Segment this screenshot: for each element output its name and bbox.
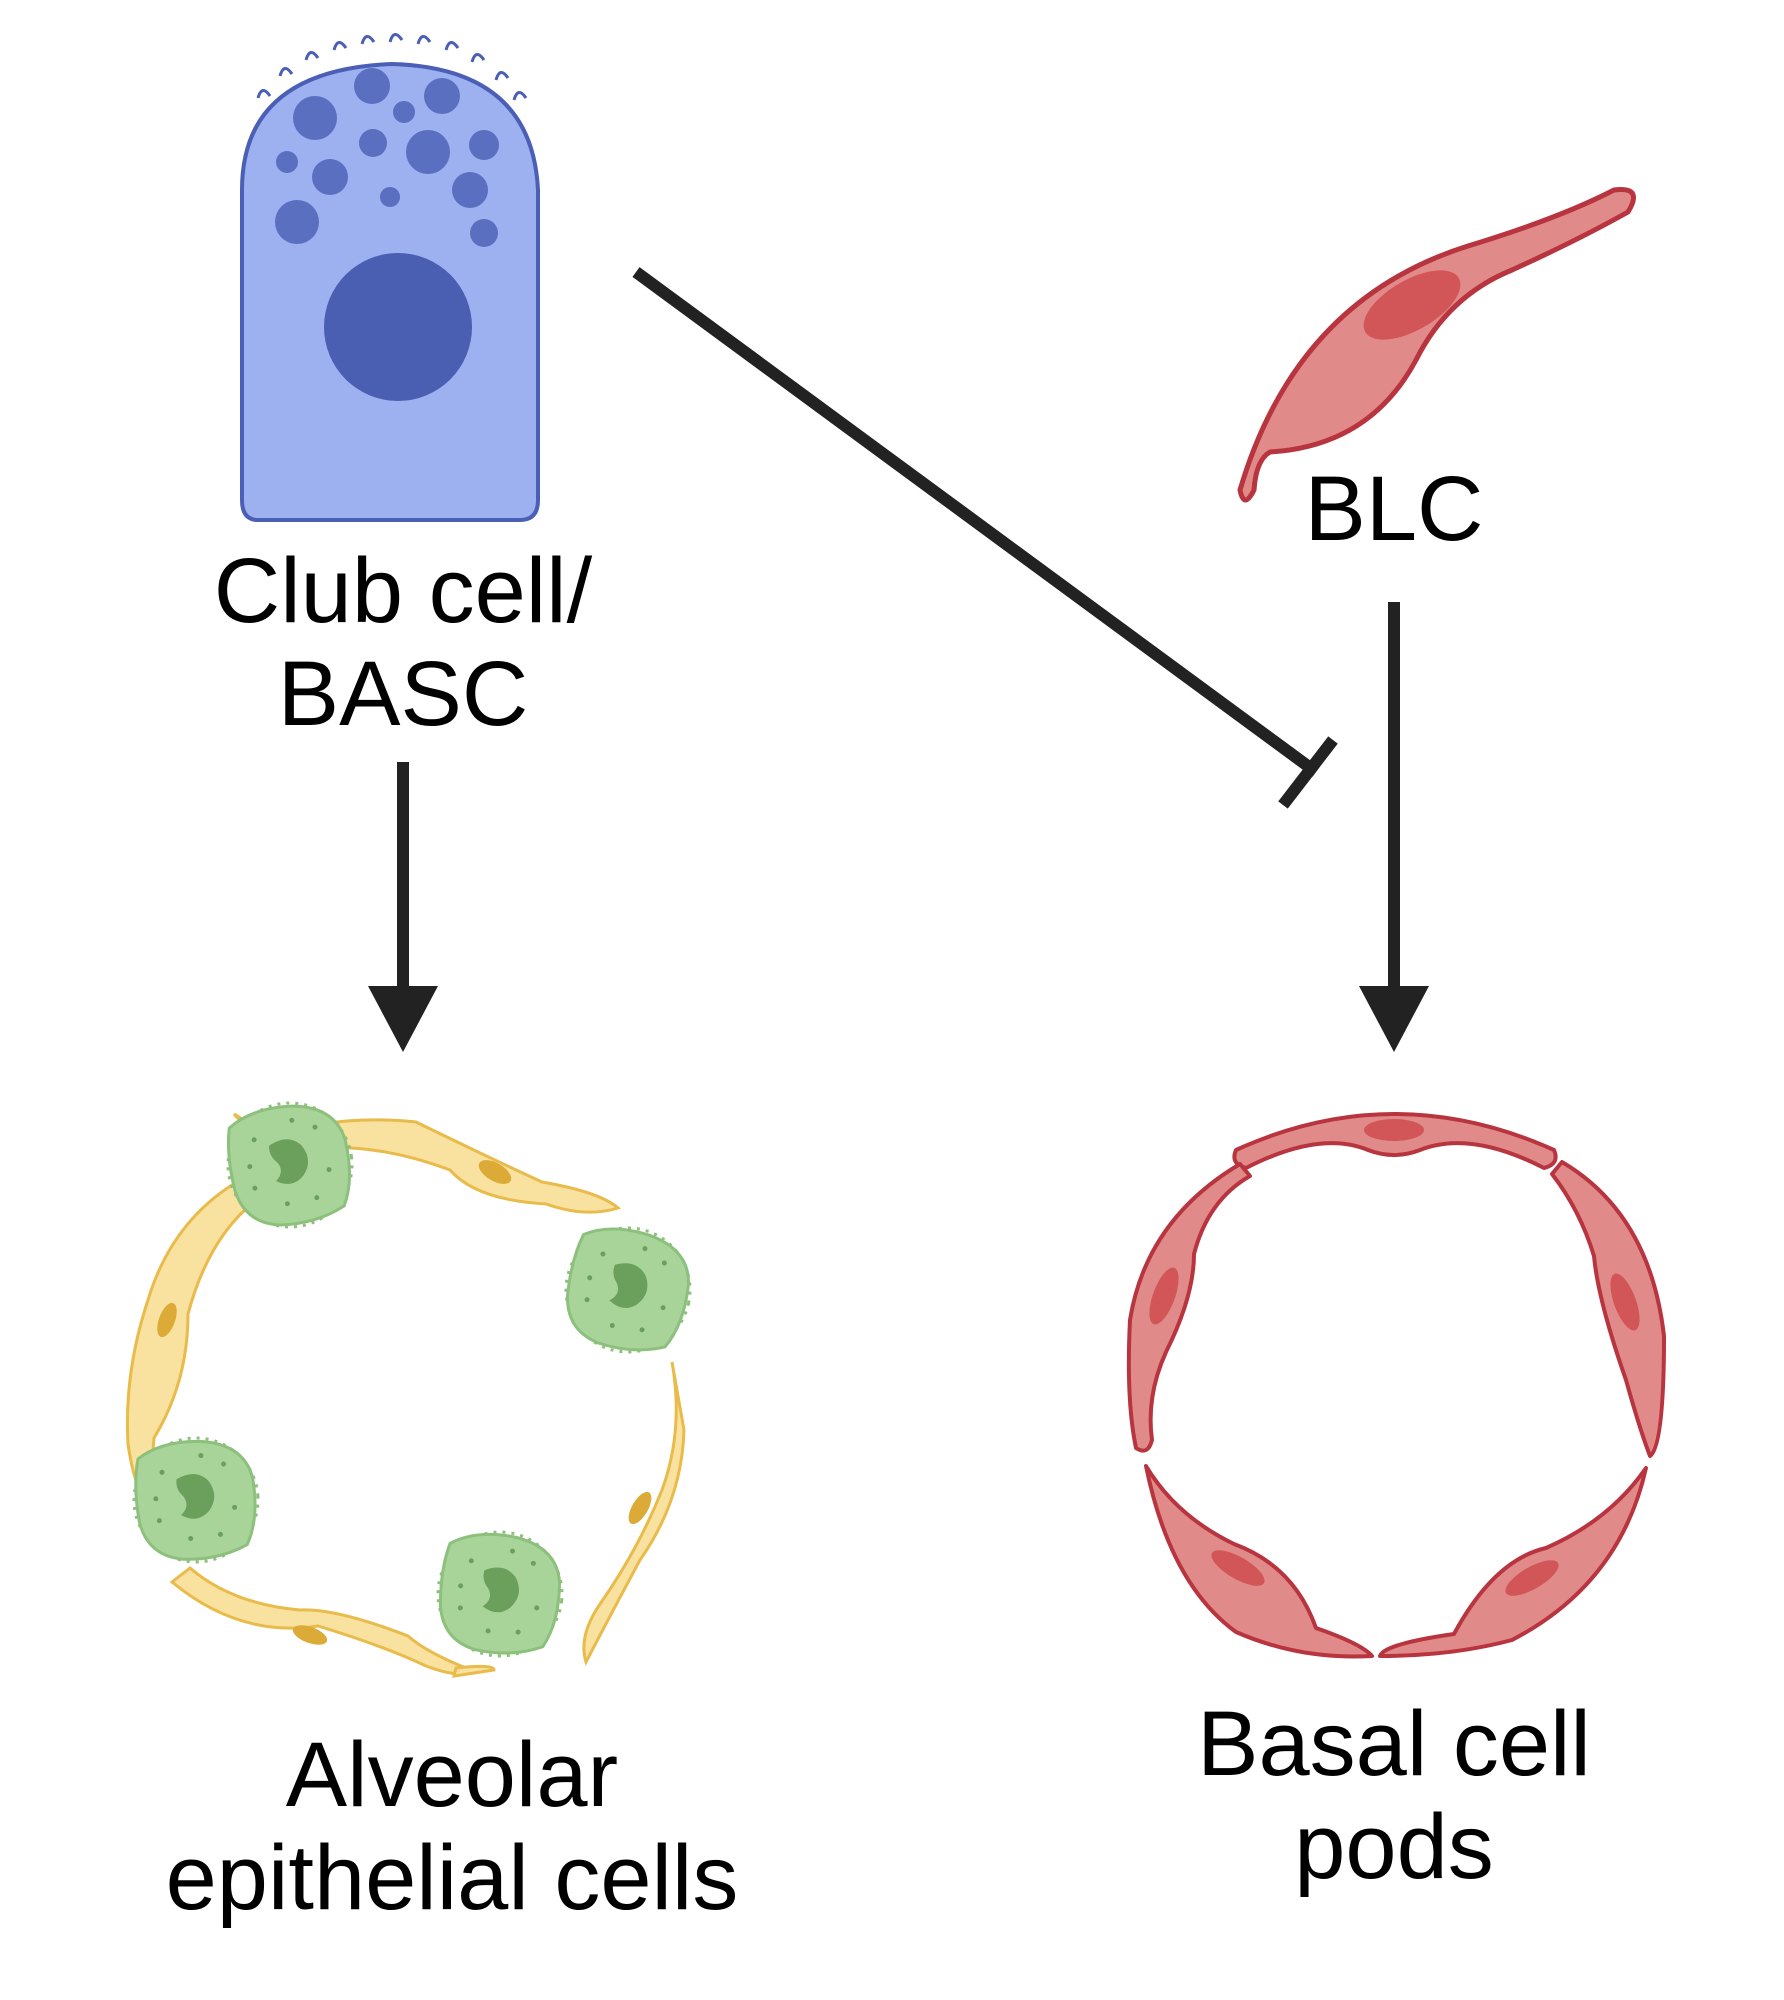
spindle-cell-icon [1237,186,1637,503]
activation-arrow-blc-to-pods [1359,602,1429,1052]
alveolar-label-line1: Alveolar [285,1724,619,1826]
activation-arrow-club-to-alveolar [368,762,438,1052]
basal-pods-label-line1: Basal cell [1197,1693,1591,1795]
alveolus-icon [125,1093,704,1678]
basal-pod-ring-icon [1126,1112,1666,1659]
inhibition-arrow-club-to-pods [632,267,1338,809]
alveolar-label: Alveolar epithelial cells [62,1724,842,1930]
club-cell-label-line1: Club cell/ [213,540,593,642]
club-cell-label-line2: BASC [277,643,529,746]
basal-pods-label-line2: pods [1294,1796,1494,1899]
basal-pods-label: Basal cell pods [1144,1693,1644,1899]
club-cell-icon [240,33,540,522]
club-cell-label: Club cell/ BASC [153,540,653,746]
blc-label-line1: BLC [1304,458,1484,560]
alveolar-label-line2: epithelial cells [165,1827,739,1930]
blc-label: BLC [1224,458,1564,561]
